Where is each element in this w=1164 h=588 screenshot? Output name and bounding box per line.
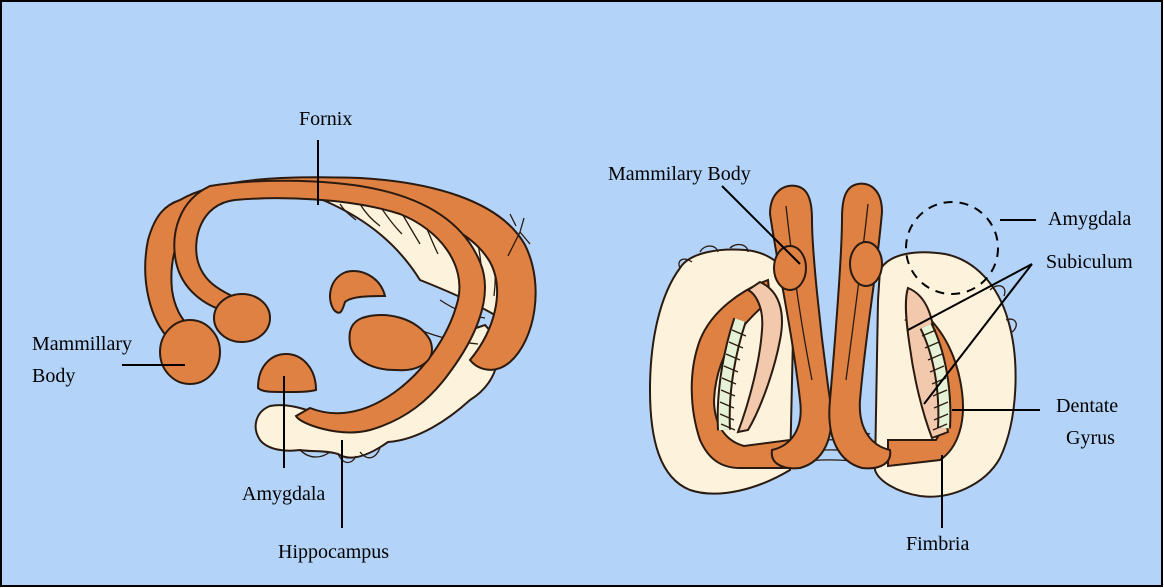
label-fimbria: Fimbria xyxy=(906,533,969,555)
label-mammillary-line1: Mammillary xyxy=(32,333,132,355)
label-mammilary-body: Mammilary Body xyxy=(608,163,751,185)
label-fornix: Fornix xyxy=(299,108,352,130)
label-hippocampus: Hippocampus xyxy=(278,541,389,563)
label-dentate-line2: Gyrus xyxy=(1066,427,1115,449)
label-mammillary-line2: Body xyxy=(32,365,75,387)
right-right-mammillary xyxy=(850,242,882,286)
left-mammillary-body xyxy=(160,320,220,384)
label-amygdala-right: Amygdala xyxy=(1048,208,1131,230)
left-small-nucleus xyxy=(214,294,270,342)
label-subiculum: Subiculum xyxy=(1046,251,1133,273)
label-dentate-line1: Dentate xyxy=(1056,395,1118,417)
label-amygdala-left: Amygdala xyxy=(242,483,325,505)
